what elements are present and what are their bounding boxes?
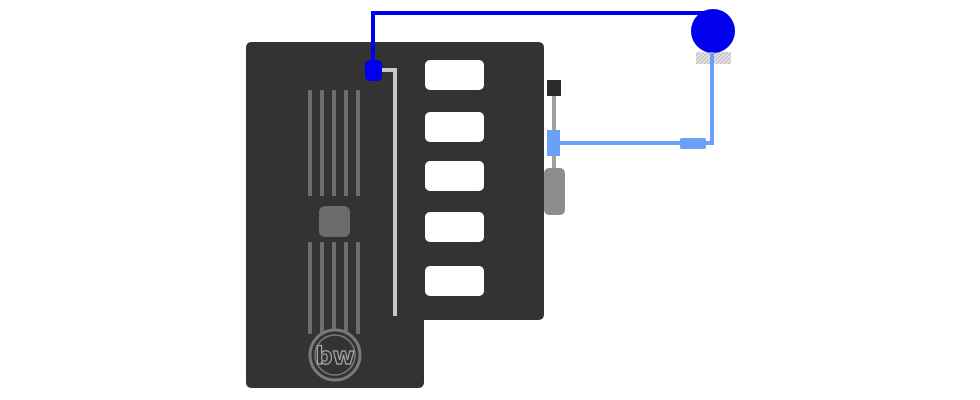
bw-logo-icon: bw [308, 328, 362, 382]
lower-fin [344, 242, 348, 334]
dark-wire-connector [365, 60, 382, 81]
slot-column [425, 60, 484, 296]
lower-fin [332, 242, 336, 334]
upper-fin [308, 90, 312, 196]
side-post-cap [547, 80, 561, 96]
guide-rail [378, 68, 397, 316]
side-block [544, 168, 565, 215]
slot [425, 266, 484, 296]
upper-fin-group [308, 90, 360, 196]
lower-fin [320, 242, 324, 334]
upper-fin [320, 90, 324, 196]
slot [425, 60, 484, 90]
upper-fin [332, 90, 336, 196]
blue-dot-sensor-icon [691, 9, 735, 53]
light-wire-splice [680, 138, 706, 149]
dark-wire [371, 11, 712, 66]
center-block [319, 206, 350, 237]
lower-fin-group [308, 242, 360, 334]
slot [425, 161, 484, 191]
lower-fin [356, 242, 360, 334]
side-post-clamp [547, 130, 560, 156]
upper-fin [356, 90, 360, 196]
light-wire [554, 52, 714, 145]
slot [425, 212, 484, 242]
lower-fin [308, 242, 312, 334]
upper-fin [344, 90, 348, 196]
logo-text: bw [315, 342, 354, 370]
slot [425, 112, 484, 142]
